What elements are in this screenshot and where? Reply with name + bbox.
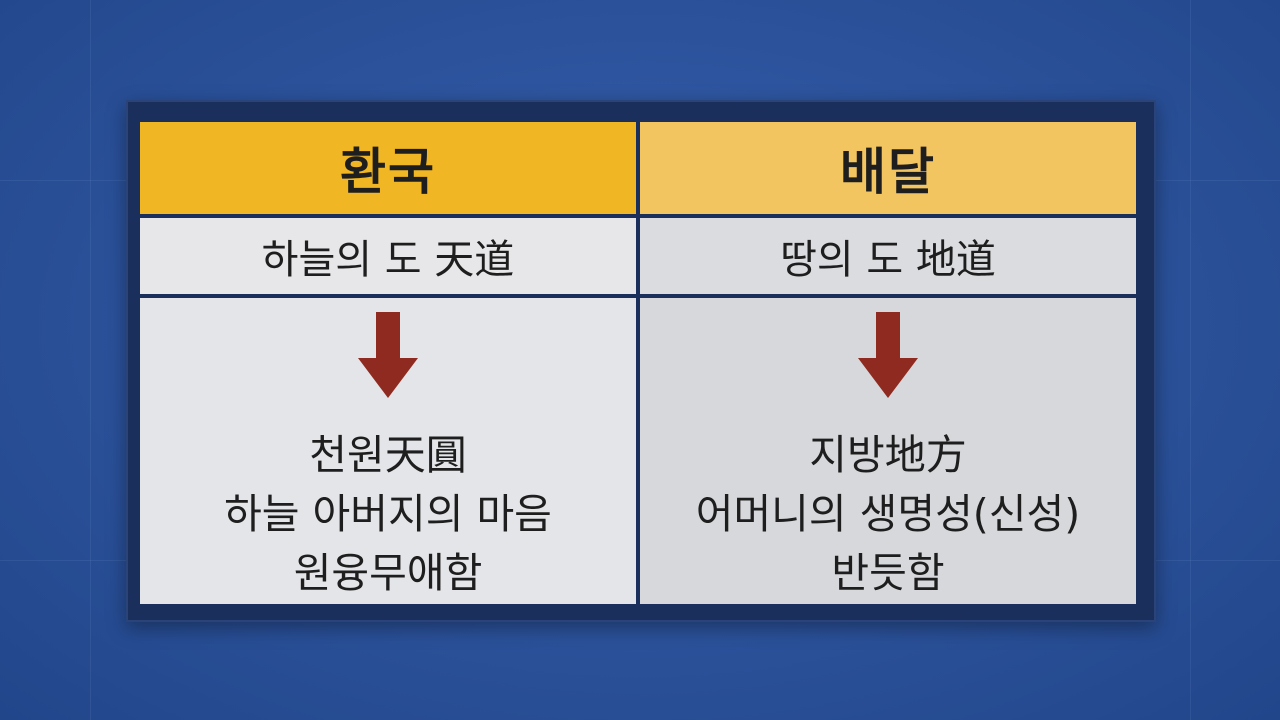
header-left-label: 환국 <box>340 143 436 201</box>
body-left-line-1: 천원天圓 <box>309 431 467 479</box>
body-right-text: 지방地方 어머니의 생명성(신성) 반듯함 <box>696 426 1081 603</box>
comparison-panel: 환국 배달 하늘의 도 天道 땅의 도 地道 천원天圓 하늘 아버지의 마음 원… <box>126 100 1156 622</box>
body-left-line-3: 원융무애함 <box>293 549 483 597</box>
header-right: 배달 <box>640 122 1136 214</box>
header-right-label: 배달 <box>840 143 936 201</box>
down-arrow-icon <box>858 312 918 398</box>
body-right-line-3: 반듯함 <box>831 549 945 597</box>
subheader-right-label: 땅의 도 地道 <box>780 237 996 283</box>
body-left: 천원天圓 하늘 아버지의 마음 원융무애함 <box>140 298 636 604</box>
down-arrow-icon <box>358 312 418 398</box>
subheader-left-label: 하늘의 도 天道 <box>261 237 515 283</box>
subheader-left: 하늘의 도 天道 <box>140 218 636 294</box>
subheader-right: 땅의 도 地道 <box>640 218 1136 294</box>
body-right-line-2: 어머니의 생명성(신성) <box>695 490 1081 538</box>
background-line <box>90 0 91 720</box>
background-line <box>1190 0 1191 720</box>
comparison-table: 환국 배달 하늘의 도 天道 땅의 도 地道 천원天圓 하늘 아버지의 마음 원… <box>140 122 1136 604</box>
body-right: 지방地方 어머니의 생명성(신성) 반듯함 <box>640 298 1136 604</box>
header-left: 환국 <box>140 122 636 214</box>
body-left-text: 천원天圓 하늘 아버지의 마음 원융무애함 <box>224 426 552 603</box>
body-left-line-2: 하늘 아버지의 마음 <box>224 490 552 538</box>
body-right-line-1: 지방地方 <box>809 431 967 479</box>
